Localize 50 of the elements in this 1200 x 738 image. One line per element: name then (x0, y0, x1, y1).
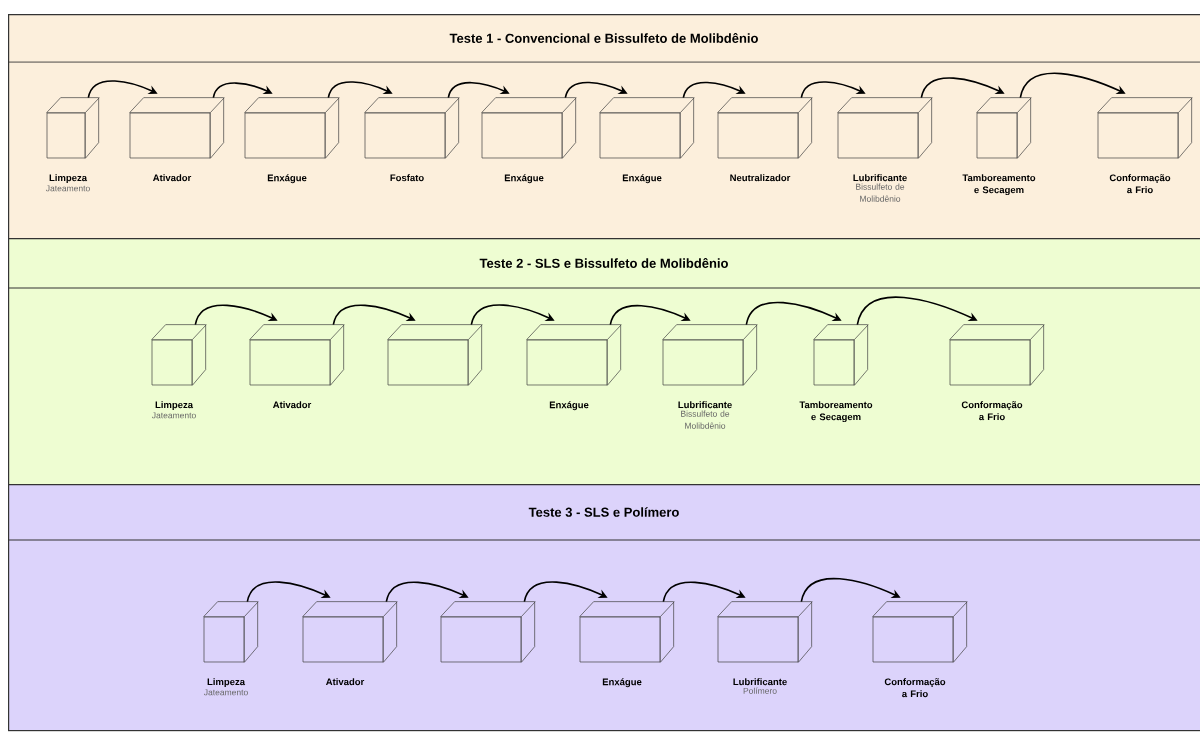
step-label: Fosfato (390, 174, 424, 182)
step-label: Neutralizador (730, 174, 791, 182)
step-label: Enxágue (267, 174, 307, 184)
step-label: Limpeza (155, 401, 194, 411)
box-3d (837, 97, 933, 159)
step-label: Lubrificante (853, 174, 907, 182)
box-3d (949, 324, 1045, 386)
box-3d (46, 97, 100, 159)
box-3d (440, 601, 536, 663)
step-label: Lubrificante (733, 678, 787, 686)
step-label: Tamboreamento e Secagem (799, 401, 873, 423)
box-3d (717, 601, 813, 663)
step-label: Ativador (326, 678, 365, 686)
box-3d (579, 601, 675, 663)
step-note: Jateamento (151, 412, 196, 419)
step-note: Bissulfeto de Molibdênio (856, 183, 905, 202)
box-3d (302, 601, 398, 663)
box-3d (976, 97, 1032, 159)
step-label: Ativador (153, 174, 192, 182)
box-3d (813, 324, 869, 386)
step-label: Limpeza (49, 174, 88, 184)
step-label: Ativador (273, 401, 312, 409)
step-note: Jateamento (203, 689, 248, 696)
step-label: Conformação a Frio (961, 401, 1023, 421)
box-3d (151, 324, 207, 386)
box-3d (387, 324, 483, 386)
step-label: Conformação a Frio (884, 678, 946, 698)
step-note: Bissulfeto de Molibdênio (681, 410, 730, 429)
step-label: Enxágue (602, 678, 642, 688)
step-label: Enxágue (622, 174, 662, 184)
box-3d (481, 97, 577, 159)
box-3d (129, 97, 225, 159)
box-3d (244, 97, 340, 159)
box-3d (872, 601, 968, 663)
step-label: Enxágue (504, 174, 544, 184)
box-3d (662, 324, 758, 386)
step-label: Tamboreamento e Secagem (962, 174, 1036, 196)
box-3d (364, 97, 460, 159)
box-3d (203, 601, 259, 663)
box-3d (249, 324, 345, 386)
box-3d (1097, 97, 1193, 159)
box-3d (717, 97, 813, 159)
box-3d (599, 97, 695, 159)
step-note: Polímero (743, 687, 777, 694)
step-note: Jateamento (45, 185, 90, 192)
box-3d (526, 324, 622, 386)
step-label: Lubrificante (678, 401, 732, 409)
step-label: Limpeza (207, 678, 246, 688)
step-label: Conformação a Frio (1109, 174, 1171, 194)
step-label: Enxágue (549, 401, 589, 411)
